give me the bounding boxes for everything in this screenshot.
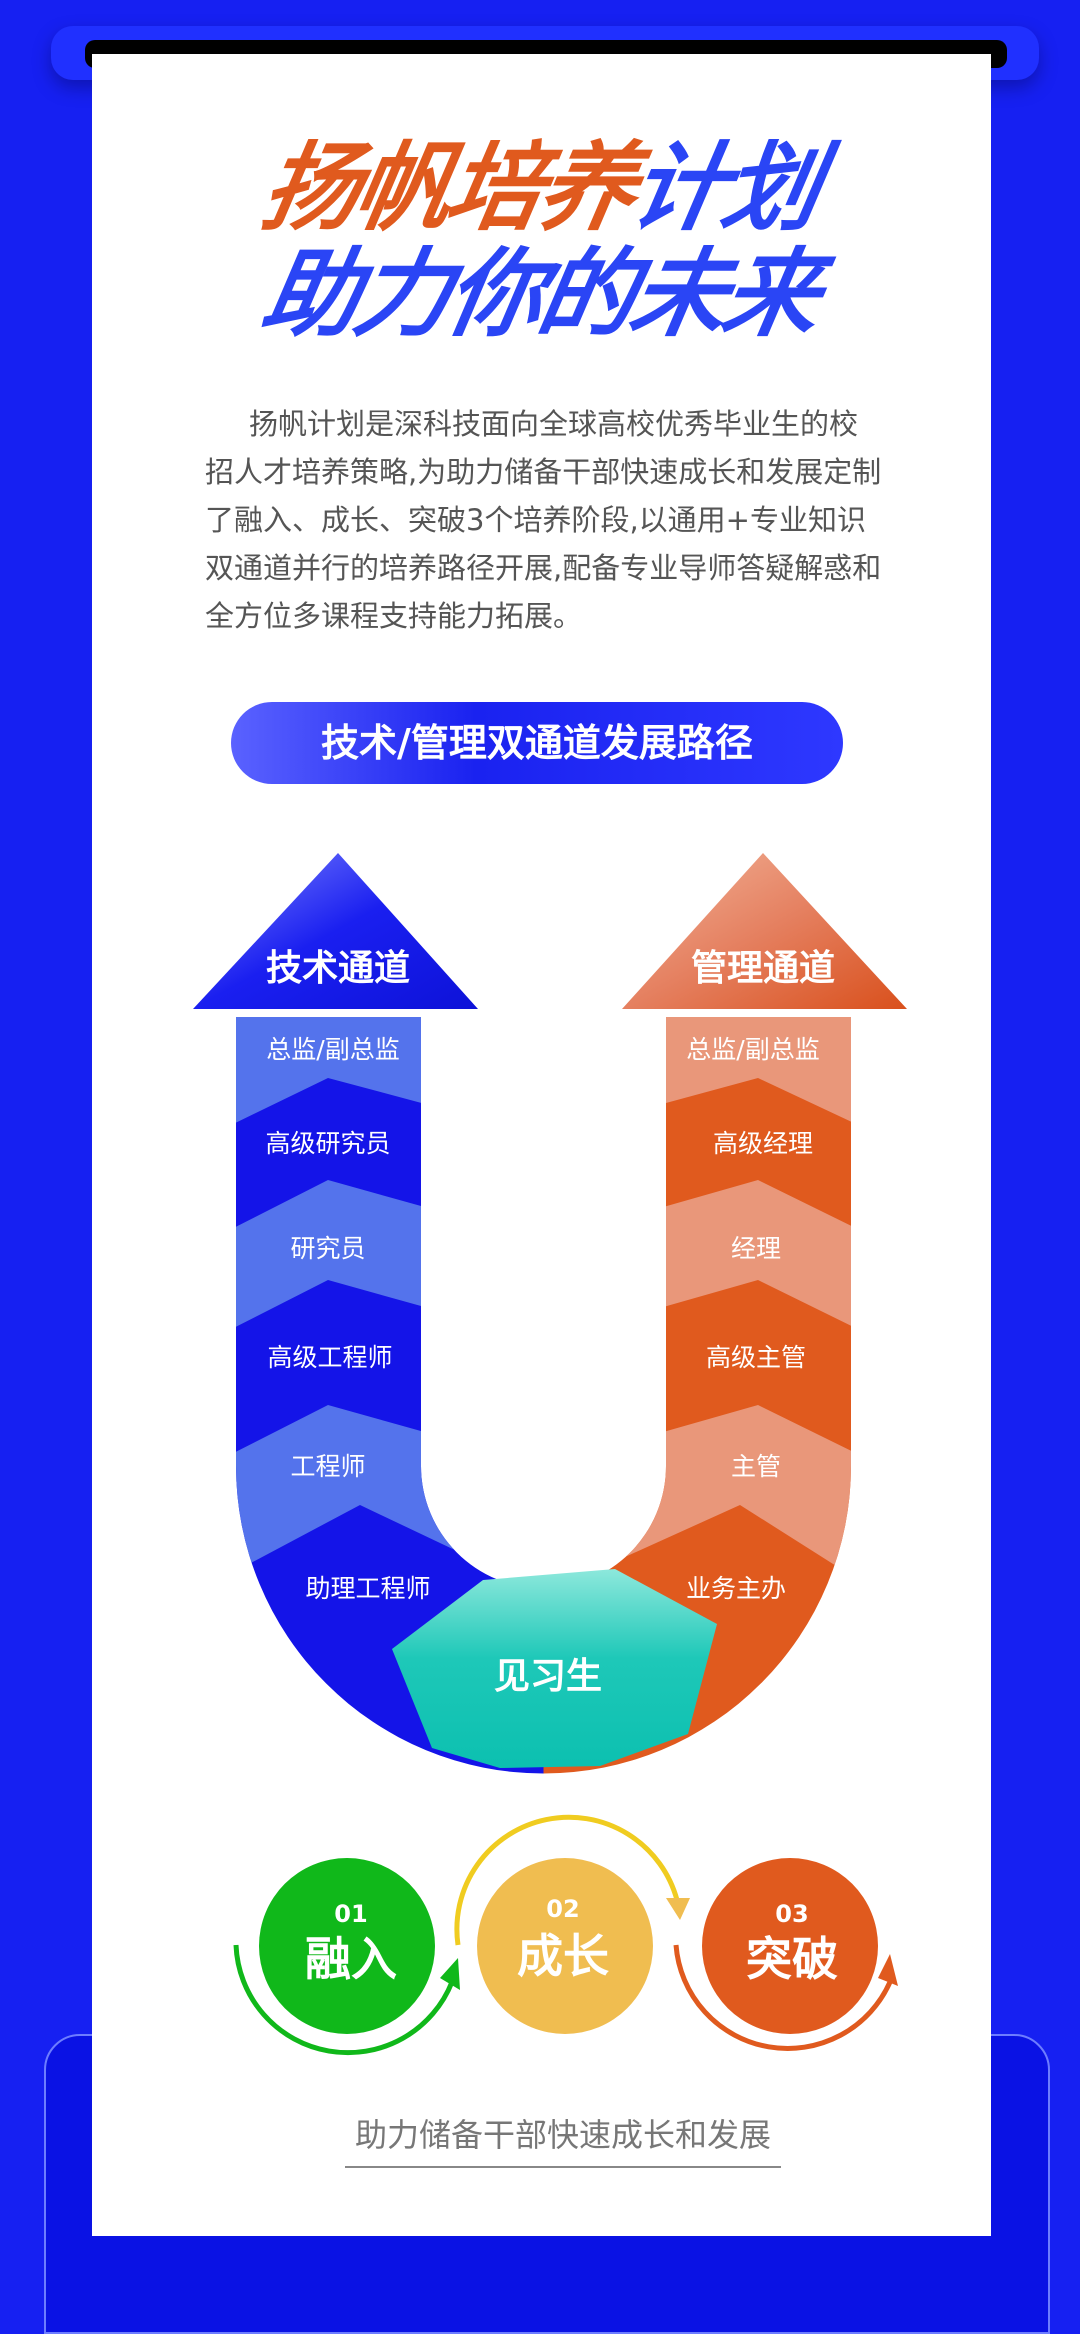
mgmt-channel-arrowhead (622, 853, 907, 1009)
tech-level: 研究员 (290, 1234, 365, 1263)
stage-3-arrow-arc (673, 1944, 893, 2051)
section-heading-pill: 技术/管理双通道发展路径 (231, 702, 843, 784)
stage-1-circle (259, 1858, 435, 2034)
stage-1-arrowhead-icon (440, 1958, 460, 1990)
caption-underline (345, 2166, 781, 2168)
tech-channel-title: 技术通道 (266, 948, 410, 989)
stage-3-circle (702, 1858, 878, 2034)
tech-channel-arrowhead (193, 853, 478, 1009)
intro-paragraph: 扬帆计划是深科技面向全球高校优秀毕业生的校招人才培养策略,为助力储备干部快速成长… (205, 407, 882, 633)
stage-1-arrow-arc (233, 1944, 455, 2056)
tech-level: 高级研究员 (265, 1129, 390, 1158)
tech-level: 助理工程师 (305, 1574, 430, 1603)
mgmt-level: 经理 (731, 1234, 781, 1263)
stage-2-arrowhead-icon (666, 1898, 690, 1920)
stage-2-arrow-arc (454, 1814, 680, 1946)
tech-level: 总监/副总监 (266, 1035, 399, 1064)
stage-3-label: 突破 (746, 1932, 838, 1986)
stage-3-number: 03 (775, 1900, 808, 1928)
mgmt-level: 总监/副总监 (686, 1035, 819, 1064)
stage-2-label: 成长 (517, 1929, 609, 1983)
intern-pentagon (392, 1569, 717, 1768)
stage-2-number: 02 (546, 1895, 579, 1923)
stage-1-number: 01 (334, 1900, 367, 1928)
mgmt-level: 高级主管 (706, 1343, 806, 1372)
tech-level: 工程师 (290, 1452, 365, 1481)
mgmt-level: 业务主办 (686, 1574, 786, 1603)
stage-1-label: 融入 (305, 1932, 397, 1986)
tech-level: 高级工程师 (267, 1343, 392, 1372)
stage-3-arrowhead-icon (878, 1954, 898, 1986)
stage-2-circle (477, 1858, 653, 2034)
mgmt-level: 高级经理 (713, 1129, 813, 1158)
bottom-caption: 助力储备干部快速成长和发展 (354, 2116, 771, 2154)
intern-label: 见习生 (494, 1656, 602, 1697)
mgmt-level: 主管 (731, 1452, 781, 1481)
mgmt-channel-title: 管理通道 (691, 948, 835, 989)
